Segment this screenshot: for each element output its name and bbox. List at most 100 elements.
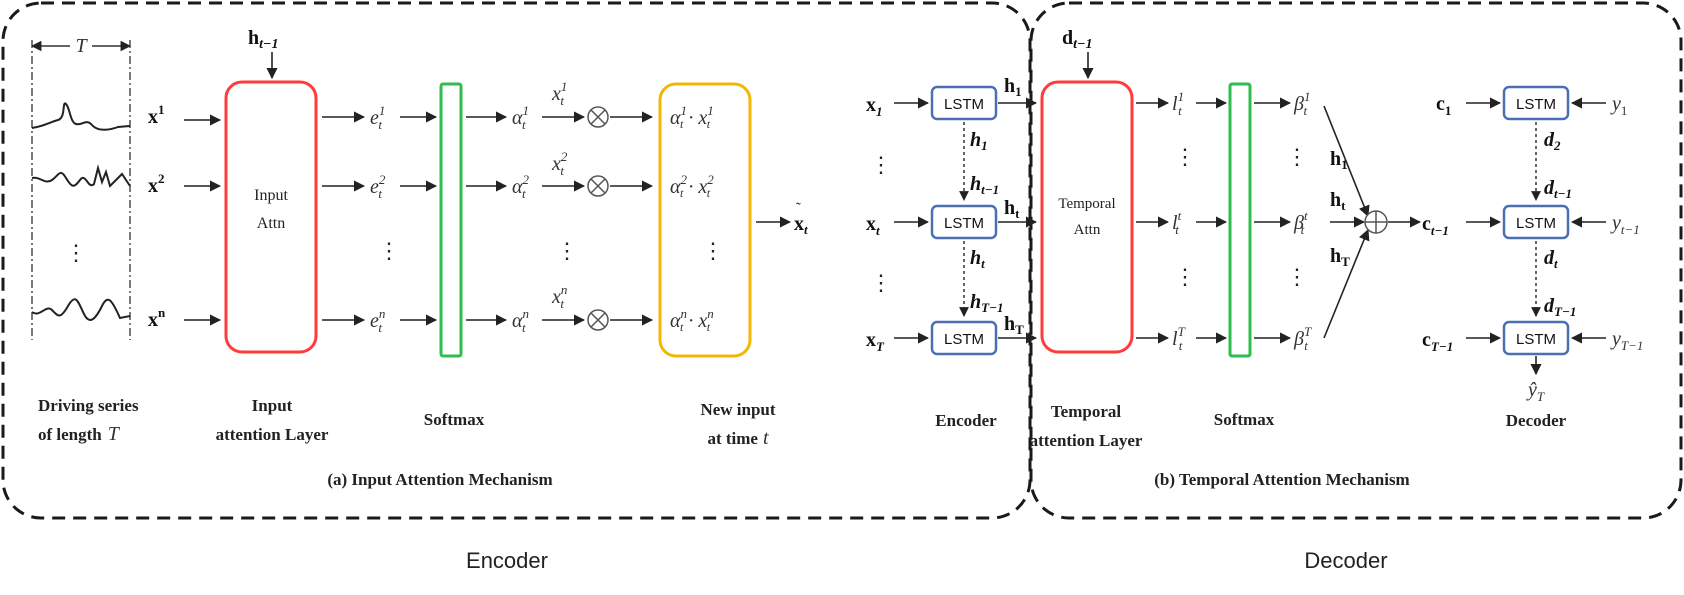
svg-text:LSTM: LSTM — [1516, 96, 1556, 113]
label-input-layer-1: Input — [252, 396, 293, 415]
driving-input-xn: xn — [148, 305, 166, 331]
enc-input-xt: xt — [866, 213, 880, 238]
prediction-y-hat: ŷT — [1526, 379, 1545, 404]
target-yTm1: yT−1 — [1610, 328, 1643, 353]
target-y1: y1 — [1610, 93, 1627, 118]
encoder-lstm-T: LSTM — [930, 320, 998, 356]
enc-hidden-h1: h1 — [1004, 75, 1022, 99]
decoder-hidden-prev: dt−1 — [1062, 27, 1093, 52]
decoder-softmax-bar — [1228, 82, 1252, 358]
svg-text:xn: xn — [148, 305, 166, 331]
footer-decoder-label: Decoder — [1304, 548, 1387, 573]
input-attention-label-1: Input — [254, 187, 288, 204]
dec-d-between-t: dt — [1544, 247, 1558, 271]
enc-hidden-hT: hT — [1004, 313, 1024, 337]
dec-d-between-Tm1: dT−1 — [1544, 295, 1576, 319]
svg-text:LSTM: LSTM — [944, 215, 984, 232]
decoder-panel-border — [1029, 1, 1683, 520]
temporal-attention-box — [1040, 80, 1134, 354]
label-decoder-softmax: Softmax — [1214, 410, 1275, 429]
svg-text:x2: x2 — [148, 171, 165, 197]
label-temporal-layer-1: Temporal — [1051, 402, 1121, 421]
sum-node — [1364, 210, 1388, 234]
encoder-hidden-prev: ht−1 — [248, 27, 279, 52]
decoder-lstm-T: LSTM — [1502, 320, 1570, 356]
label-decoder-column: Decoder — [1506, 411, 1567, 430]
series-waveform-n — [31, 298, 131, 321]
svg-text:LSTM: LSTM — [1516, 331, 1556, 348]
label-input-layer-2: attention Layer — [216, 425, 329, 444]
dec-d-between-2: d2 — [1544, 129, 1561, 153]
window-length-marker: T — [30, 35, 132, 340]
input-xt-ellipsis: ⋮ — [556, 238, 578, 263]
enc-h-between-Tm1: hT−1 — [970, 291, 1003, 315]
svg-text:⋮: ⋮ — [1286, 144, 1308, 169]
svg-text:⋮: ⋮ — [870, 270, 892, 295]
footer-encoder-label: Encoder — [466, 548, 548, 573]
svg-text:⋮: ⋮ — [1174, 264, 1196, 289]
label-new-input-1: New input — [700, 400, 775, 419]
label-encoder-softmax: Softmax — [424, 410, 485, 429]
svg-text:x1: x1 — [148, 102, 165, 128]
context-c1: c1 — [1436, 93, 1451, 118]
decoder-lstm-t: LSTM — [1502, 204, 1570, 240]
encoder-softmax-bar — [439, 82, 463, 358]
sum-input-hT: hT — [1330, 245, 1350, 269]
context-ctm1: ct−1 — [1422, 213, 1449, 238]
temporal-attention-label-1: Temporal — [1058, 196, 1115, 212]
series-waveform-2 — [31, 164, 131, 188]
encoder-panel-border — [1, 1, 1032, 520]
context-cTm1: cT−1 — [1422, 329, 1453, 354]
caption-input-attention: (a) Input Attention Mechanism — [327, 470, 552, 489]
series-waveform-1 — [31, 102, 131, 131]
caption-temporal-attention: (b) Temporal Attention Mechanism — [1154, 470, 1409, 489]
label-driving-series: Driving series — [38, 396, 139, 415]
enc-hidden-ht: ht — [1004, 197, 1020, 221]
energy-e-ellipsis: ⋮ — [378, 238, 400, 263]
enc-input-x1: x1 — [866, 94, 883, 119]
weighted-input-ellipsis: ⋮ — [702, 238, 724, 263]
encoder-lstm-t: LSTM — [930, 204, 998, 240]
enc-input-xT: xT — [866, 329, 885, 354]
svg-text:⋮: ⋮ — [1286, 264, 1308, 289]
target-ytm1: yt−1 — [1610, 212, 1640, 237]
svg-text:LSTM: LSTM — [1516, 215, 1556, 232]
series-ellipsis: ⋮ — [65, 240, 87, 265]
new-input-box — [658, 82, 752, 358]
svg-text:LSTM: LSTM — [944, 331, 984, 348]
temporal-attention-label-2: Attn — [1074, 222, 1101, 238]
label-temporal-layer-2: attention Layer — [1030, 431, 1143, 450]
multiply-node-1 — [587, 106, 609, 128]
multiply-node-2 — [587, 175, 609, 197]
enc-h-between-t: ht — [970, 247, 985, 271]
label-encoder-column: Encoder — [935, 411, 997, 430]
window-length-label: T — [75, 35, 88, 57]
dec-d-between-tm1: dt−1 — [1544, 177, 1572, 201]
svg-text:⋮: ⋮ — [1174, 144, 1196, 169]
decoder-lstm-1: LSTM — [1502, 85, 1570, 121]
new-input-xt: xt — [794, 213, 808, 237]
sum-input-ht: ht — [1330, 189, 1346, 213]
driving-input-x2: x2 — [148, 171, 165, 197]
svg-text:˜: ˜ — [796, 201, 801, 216]
